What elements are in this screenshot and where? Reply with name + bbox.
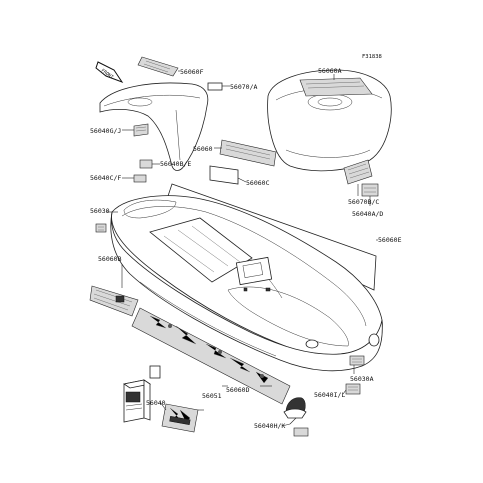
label-56060a: 56060A xyxy=(318,67,342,75)
label-56060f: 56060F xyxy=(180,68,204,76)
figure-code: F31838 xyxy=(362,54,382,60)
decal-56040be xyxy=(139,159,153,169)
label-56060b: 56060B xyxy=(98,255,122,263)
warning-label-box xyxy=(122,379,152,423)
label-56060: 56060 xyxy=(193,145,213,153)
label-56060e: 56060E xyxy=(378,236,402,244)
label-56040gj: 56040G/J xyxy=(90,127,121,135)
label-56040be: 56040B/E xyxy=(160,160,191,168)
label-56051: 56051 xyxy=(202,392,222,400)
decal-56060d xyxy=(131,307,291,405)
label-56030a: 56030A xyxy=(350,375,374,383)
hull xyxy=(110,195,383,372)
decal-56060c xyxy=(209,165,239,185)
decal-plain-small xyxy=(149,365,161,379)
label-56070a: 56070/A xyxy=(230,83,257,91)
bracket-56040hk xyxy=(283,397,307,419)
decal-56060a xyxy=(299,77,373,97)
label-56060d: 56060D xyxy=(226,386,250,394)
label-56070bc: 56070B/C xyxy=(348,198,379,206)
decal-56030a xyxy=(349,355,365,366)
bow-hood xyxy=(99,82,209,171)
decal-56070bc xyxy=(343,159,373,185)
decal-56060b xyxy=(89,285,139,317)
label-56040cf: 56040C/F xyxy=(90,174,121,182)
emblem-56051 xyxy=(161,403,199,433)
decal-56040cf xyxy=(133,174,147,183)
label-56040ad: 56040A/D xyxy=(352,210,383,218)
decal-56060 xyxy=(219,139,277,167)
front-arrow-icon: FRONT xyxy=(95,61,124,84)
label-56060c: 56060C xyxy=(246,179,270,187)
decal-56040hk-small xyxy=(293,427,309,437)
label-56040hk: 56040H/K xyxy=(254,422,285,430)
decal-56060f xyxy=(137,56,179,77)
label-56030: 56030 xyxy=(90,207,110,215)
decal-56040ad xyxy=(361,183,379,197)
decal-56040gj xyxy=(133,123,149,137)
decal-56040il xyxy=(345,383,361,395)
label-56040: 56040 xyxy=(146,399,166,407)
decal-56030 xyxy=(95,223,107,233)
label-56040il: 56040I/L xyxy=(314,391,345,399)
decal-56070a xyxy=(207,82,223,91)
